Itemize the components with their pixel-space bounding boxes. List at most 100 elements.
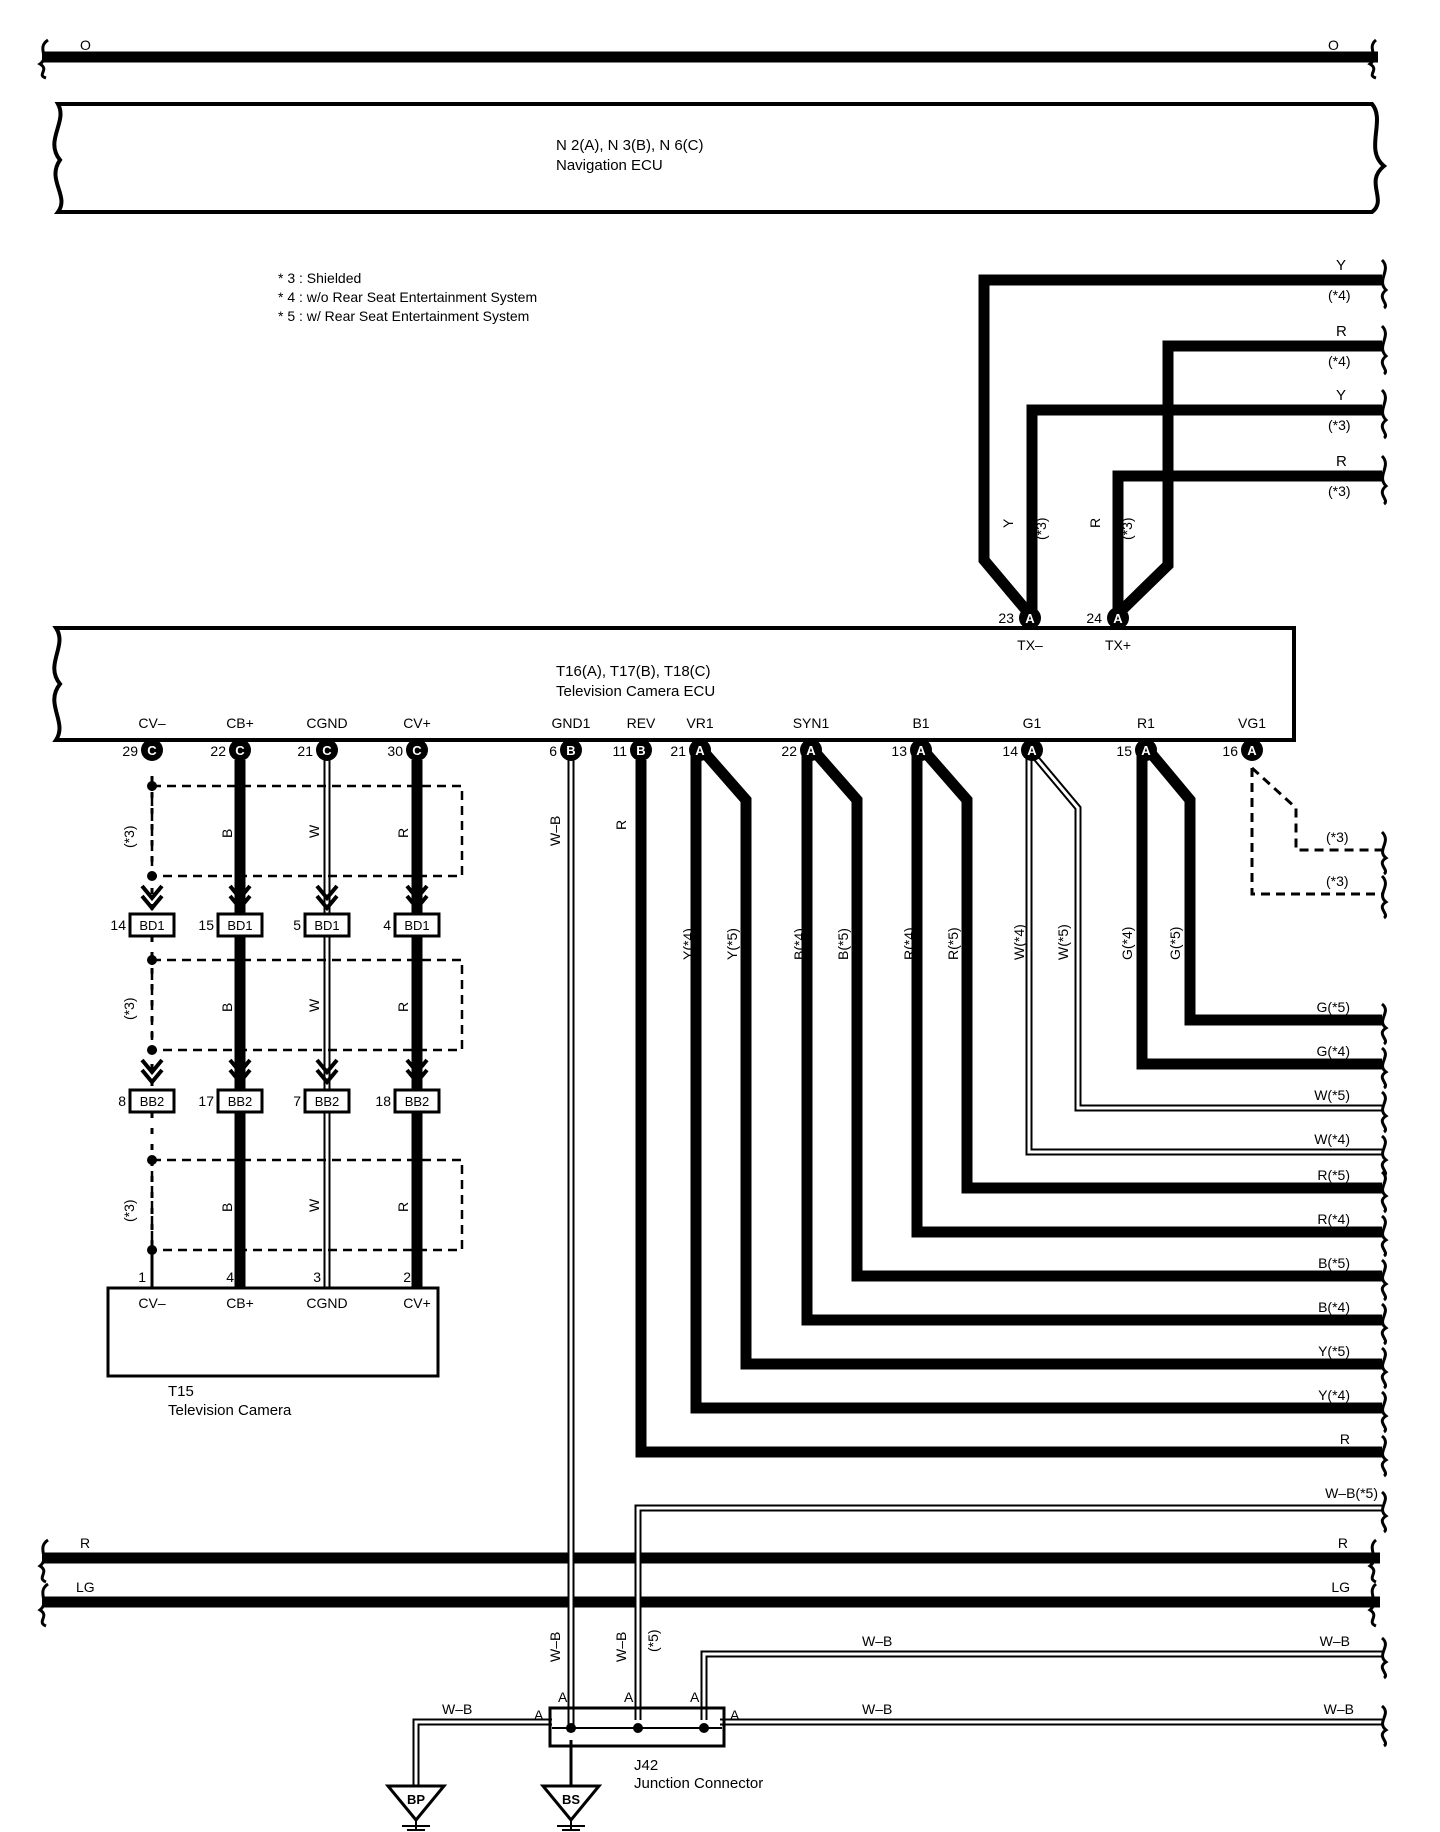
wb5-wire <box>634 1504 1382 1720</box>
junction-pin-right: A <box>730 1707 740 1723</box>
bd1-name-2: BD1 <box>227 918 252 933</box>
r-bus-right-label: R <box>1338 1535 1348 1551</box>
bd1-name-4: BD1 <box>404 918 429 933</box>
gnd-lower-wb-right: W–B <box>1324 1701 1354 1717</box>
right-label-r: R <box>1340 1431 1350 1447</box>
pin-name-syn1: SYN1 <box>793 715 830 731</box>
r-bus-wire <box>37 1538 1380 1584</box>
junction-code: J42 <box>634 1757 658 1774</box>
right-label-w5: W(*5) <box>1314 1087 1350 1103</box>
shield-note-3: (*3) <box>121 1199 137 1222</box>
pin-num-vg1: 16 <box>1222 743 1238 759</box>
gnd-lower-wb-mid: W–B <box>862 1701 892 1717</box>
pin-name-cv-minus: CV– <box>138 715 165 731</box>
gnd-vert-wb-2: W–B <box>613 1632 629 1662</box>
right-label-g4: G(*4) <box>1317 1043 1350 1059</box>
shield-dots <box>147 781 157 1255</box>
tv-camera-ecu-code: T16(A), T17(B), T18(C) <box>556 663 710 680</box>
junction-pin-top-2: A <box>624 1689 634 1705</box>
pin-name-b1: B1 <box>912 715 929 731</box>
right-label-y5: Y(*5) <box>1318 1343 1350 1359</box>
vert-label-w5: W(*5) <box>1055 924 1071 960</box>
pin-conn-rev: B <box>636 743 645 758</box>
tx-minus-conn: A <box>1025 611 1035 626</box>
bb2-name-4: BB2 <box>405 1094 430 1109</box>
vg1-shield-wires <box>1250 766 1384 896</box>
gnd-vert-wb-1: W–B <box>547 1632 563 1662</box>
pin-num-rev: 11 <box>612 743 627 759</box>
ecu-bottom-pin-circles <box>141 739 1263 761</box>
tx-label-y4-note: (*4) <box>1328 287 1351 303</box>
bb2-name-3: BB2 <box>315 1094 340 1109</box>
bd1-name-1: BD1 <box>139 918 164 933</box>
tx-vert-y-color: Y <box>1000 518 1016 528</box>
bb2-name-1: BB2 <box>140 1094 165 1109</box>
pin-name-g1: G1 <box>1023 715 1042 731</box>
pin-conn-cb-plus: C <box>235 743 245 758</box>
vert-label-w4: W(*4) <box>1011 924 1027 960</box>
r-bus-left-label: R <box>80 1535 90 1551</box>
camera-wires <box>150 760 423 1298</box>
junction-pin-top-3: A <box>690 1689 700 1705</box>
rev-wire-label: R <box>613 820 629 830</box>
bd1-name-3: BD1 <box>314 918 339 933</box>
bb2-connectors <box>128 1088 441 1114</box>
signal-wires <box>635 748 1382 1458</box>
top-bus-right-label: O <box>1328 37 1339 53</box>
vert-label-g5: G(*5) <box>1167 927 1183 960</box>
pin-conn-cv-plus: C <box>412 743 422 758</box>
lg-bus-left-label: LG <box>76 1579 95 1595</box>
gnd-upper-wb-mid: W–B <box>862 1633 892 1649</box>
cam-pin-1-num: 1 <box>138 1269 146 1285</box>
cam-wire-w-2: W <box>306 998 322 1012</box>
tx-vert-y-note: (*3) <box>1033 517 1049 540</box>
vg1-shield-label-1: (*3) <box>1326 829 1349 845</box>
pin-conn-r1: A <box>1141 743 1151 758</box>
tx-plus-name: TX+ <box>1105 637 1131 653</box>
ground-bp-icon <box>384 1784 448 1831</box>
pin-conn-gnd1: B <box>566 743 575 758</box>
shield-note-1: (*3) <box>121 825 137 848</box>
right-label-b5: B(*5) <box>1318 1255 1350 1271</box>
cam-pin-4-num: 2 <box>403 1269 411 1285</box>
television-camera-name: Television Camera <box>168 1402 292 1419</box>
right-label-r4: R(*4) <box>1317 1211 1350 1227</box>
pin-num-vr1: 21 <box>670 743 686 759</box>
top-bus-wire <box>37 38 1378 80</box>
bd1-connectors <box>128 912 441 938</box>
pin-num-g1: 14 <box>1002 743 1018 759</box>
ground-bp-label: BP <box>407 1792 425 1807</box>
cam-wire-b-2: B <box>219 1003 235 1012</box>
bb2-pin-1: 8 <box>118 1093 126 1109</box>
cam-wire-r-2: R <box>395 1002 411 1012</box>
tx-label-r3-color: R <box>1336 453 1347 470</box>
tx-label-r4-note: (*4) <box>1328 353 1351 369</box>
cam-pin-3-name: CGND <box>306 1295 347 1311</box>
top-bus-left-label: O <box>80 37 91 53</box>
vg1-shield-ends <box>1380 830 1389 920</box>
tx-wire-ends <box>1380 258 1389 506</box>
pin-name-vr1: VR1 <box>686 715 713 731</box>
pin-num-gnd1: 6 <box>549 743 557 759</box>
tx-vert-r-note: (*3) <box>1119 517 1135 540</box>
vert-label-g4: G(*4) <box>1119 927 1135 960</box>
tv-camera-ecu-box <box>52 626 1296 742</box>
lg-bus-right-label: LG <box>1331 1579 1350 1595</box>
television-camera-code: T15 <box>168 1383 194 1400</box>
tx-label-y3-color: Y <box>1336 387 1346 404</box>
ground-bs-icon <box>539 1784 603 1831</box>
shield-note-2: (*3) <box>121 997 137 1020</box>
pin-conn-cgnd: C <box>322 743 332 758</box>
cam-wire-w-3: W <box>306 1198 322 1212</box>
pin-name-gnd1: GND1 <box>552 715 591 731</box>
vert-label-r4: R(*4) <box>901 927 917 960</box>
cam-pin-4-name: CV+ <box>403 1295 431 1311</box>
gnd1-wire-label: W–B <box>547 816 563 846</box>
pin-name-r1: R1 <box>1137 715 1155 731</box>
camera-shield-boxes <box>150 784 464 1252</box>
gnd-vert-note: (*5) <box>645 1629 661 1652</box>
ecu-bottom-pin-names: CV– CB+ CGND CV+ GND1 REV VR1 SYN1 B1 G1… <box>138 715 1266 731</box>
pin-conn-cv-minus: C <box>147 743 157 758</box>
tx-pin-circles <box>1019 607 1129 629</box>
